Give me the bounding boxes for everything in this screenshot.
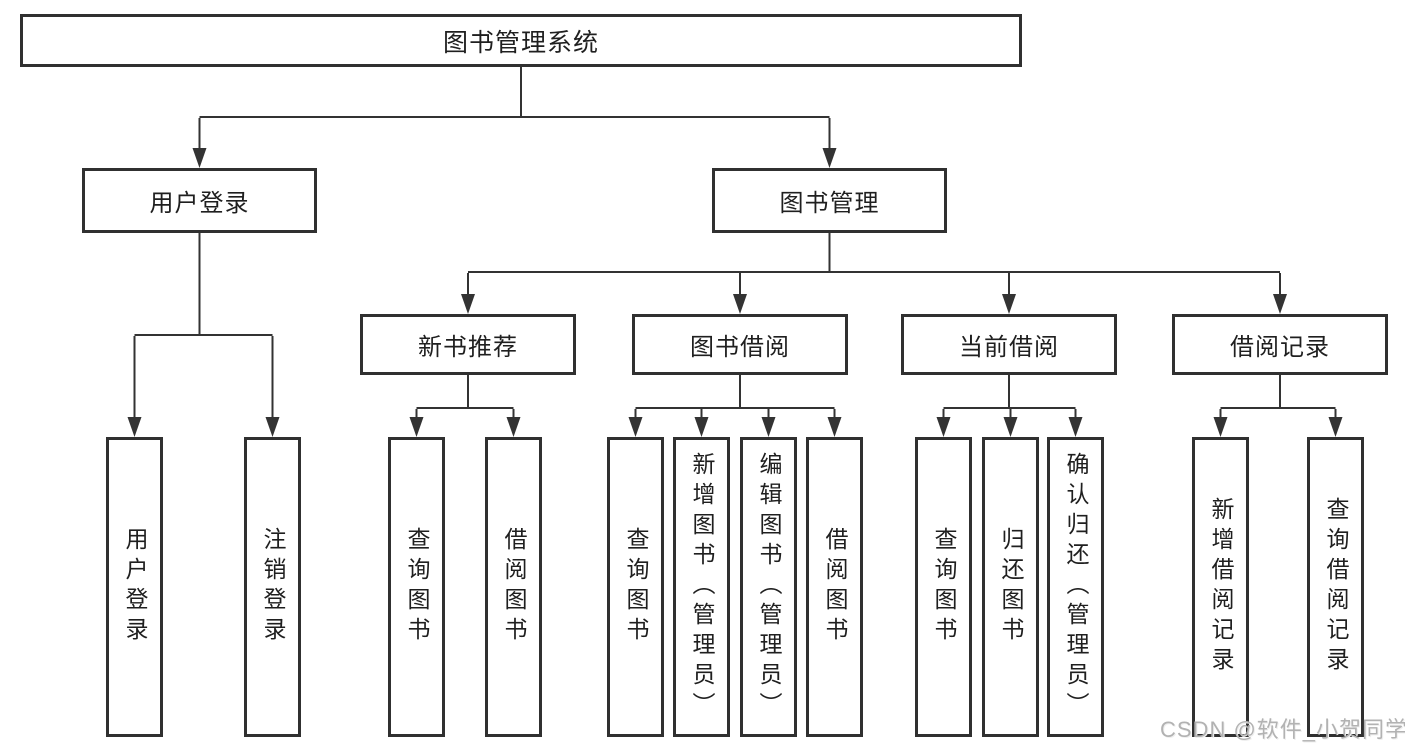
leaf-borrow-books-label: 借阅图书 xyxy=(822,527,848,647)
leaf-user-login: 用户登录 xyxy=(106,437,163,737)
leaf-query-books-current: 查询图书 xyxy=(915,437,972,737)
node-current-borrow: 当前借阅 xyxy=(901,314,1117,375)
leaf-query-borrow-record: 查询借阅记录 xyxy=(1307,437,1364,737)
leaf-borrow-books-recommend: 借阅图书 xyxy=(485,437,542,737)
leaf-query-borrow-record-label: 查询借阅记录 xyxy=(1323,497,1349,677)
node-new-book-recommend-label: 新书推荐 xyxy=(418,334,518,361)
leaf-add-borrow-record-label: 新增借阅记录 xyxy=(1208,497,1234,677)
leaf-query-books-recommend: 查询图书 xyxy=(388,437,445,737)
leaf-logout: 注销登录 xyxy=(244,437,301,737)
leaf-confirm-return-admin: 确认归还（管理员） xyxy=(1047,437,1104,737)
watermark: CSDN @软件_小贺同学 xyxy=(1160,717,1405,742)
node-user-login-label: 用户登录 xyxy=(149,190,250,217)
node-new-book-recommend: 新书推荐 xyxy=(360,314,576,375)
node-borrow-records: 借阅记录 xyxy=(1172,314,1388,375)
leaf-user-login-label: 用户登录 xyxy=(122,527,148,647)
node-root-label: 图书管理系统 xyxy=(442,28,599,57)
leaf-edit-book-admin-label: 编辑图书（管理员） xyxy=(756,452,782,722)
leaf-query-books-borrow: 查询图书 xyxy=(607,437,664,737)
node-book-management-label: 图书管理 xyxy=(779,190,880,217)
leaf-logout-label: 注销登录 xyxy=(260,527,286,647)
leaf-add-book-admin: 新增图书（管理员） xyxy=(673,437,730,737)
node-user-login: 用户登录 xyxy=(82,168,317,233)
leaf-borrow-books-recommend-label: 借阅图书 xyxy=(501,527,527,647)
leaf-return-book-label: 归还图书 xyxy=(998,527,1024,647)
leaf-add-book-admin-label: 新增图书（管理员） xyxy=(689,452,715,722)
leaf-confirm-return-admin-label: 确认归还（管理员） xyxy=(1063,452,1089,722)
leaf-query-books-current-label: 查询图书 xyxy=(931,527,957,647)
node-borrow-records-label: 借阅记录 xyxy=(1230,334,1330,361)
leaf-borrow-books: 借阅图书 xyxy=(806,437,863,737)
node-book-borrow-label: 图书借阅 xyxy=(690,334,790,361)
node-root: 图书管理系统 xyxy=(20,14,1022,67)
leaf-query-books-borrow-label: 查询图书 xyxy=(623,527,649,647)
node-book-management: 图书管理 xyxy=(712,168,947,233)
leaf-add-borrow-record: 新增借阅记录 xyxy=(1192,437,1249,737)
leaf-edit-book-admin: 编辑图书（管理员） xyxy=(740,437,797,737)
node-book-borrow: 图书借阅 xyxy=(632,314,848,375)
leaf-return-book: 归还图书 xyxy=(982,437,1039,737)
leaf-query-books-recommend-label: 查询图书 xyxy=(404,527,430,647)
node-current-borrow-label: 当前借阅 xyxy=(959,334,1059,361)
